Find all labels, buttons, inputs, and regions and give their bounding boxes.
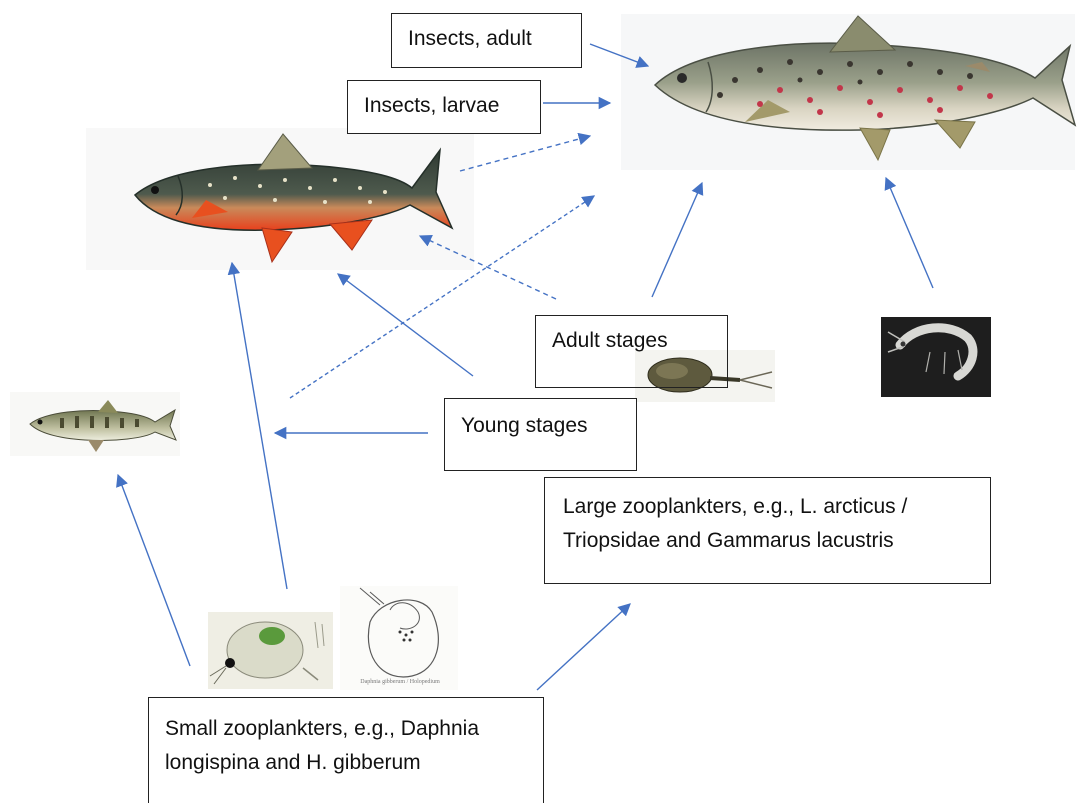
label-insects-larvae: Insects, larvae	[347, 80, 541, 134]
label-small-zooplankters: Small zooplankters, e.g., Daphnia longis…	[148, 697, 544, 803]
gammarus-image	[881, 317, 991, 397]
arrow-gammarus-to-trout	[886, 178, 933, 288]
arrow-charr-to-trout-dashed	[460, 136, 590, 171]
arrow-young-stages-to-charr	[338, 274, 473, 376]
label-young-stages-text: Young stages	[461, 414, 588, 437]
daphnia-image	[208, 612, 333, 689]
arrow-adult-stages-to-trout	[652, 183, 702, 297]
brown-trout-image	[621, 14, 1075, 170]
label-adult-stages: Adult stages	[535, 315, 728, 388]
holopedium-caption: Daphnia gibberum / Holopedium	[360, 679, 440, 685]
label-young-stages: Young stages	[444, 398, 637, 471]
label-large-zooplankters-text: Large zooplankters, e.g., L. arcticus / …	[563, 495, 907, 552]
arrow-small-zoo-to-large-zoo	[537, 604, 630, 690]
label-small-zooplankters-text: Small zooplankters, e.g., Daphnia longis…	[165, 717, 479, 774]
label-adult-stages-text: Adult stages	[552, 329, 668, 352]
label-insects-adult-text: Insects, adult	[408, 27, 532, 50]
arrow-small-zoo-to-minnow	[118, 475, 190, 666]
minnow-image	[10, 392, 180, 456]
label-insects-larvae-text: Insects, larvae	[364, 94, 499, 117]
holopedium-image: Daphnia gibberum / Holopedium	[340, 586, 458, 690]
label-insects-adult: Insects, adult	[391, 13, 582, 68]
arctic-charr-image	[86, 128, 474, 270]
arrow-small-zoo-to-charr	[232, 263, 287, 589]
label-large-zooplankters: Large zooplankters, e.g., L. arcticus / …	[544, 477, 991, 584]
